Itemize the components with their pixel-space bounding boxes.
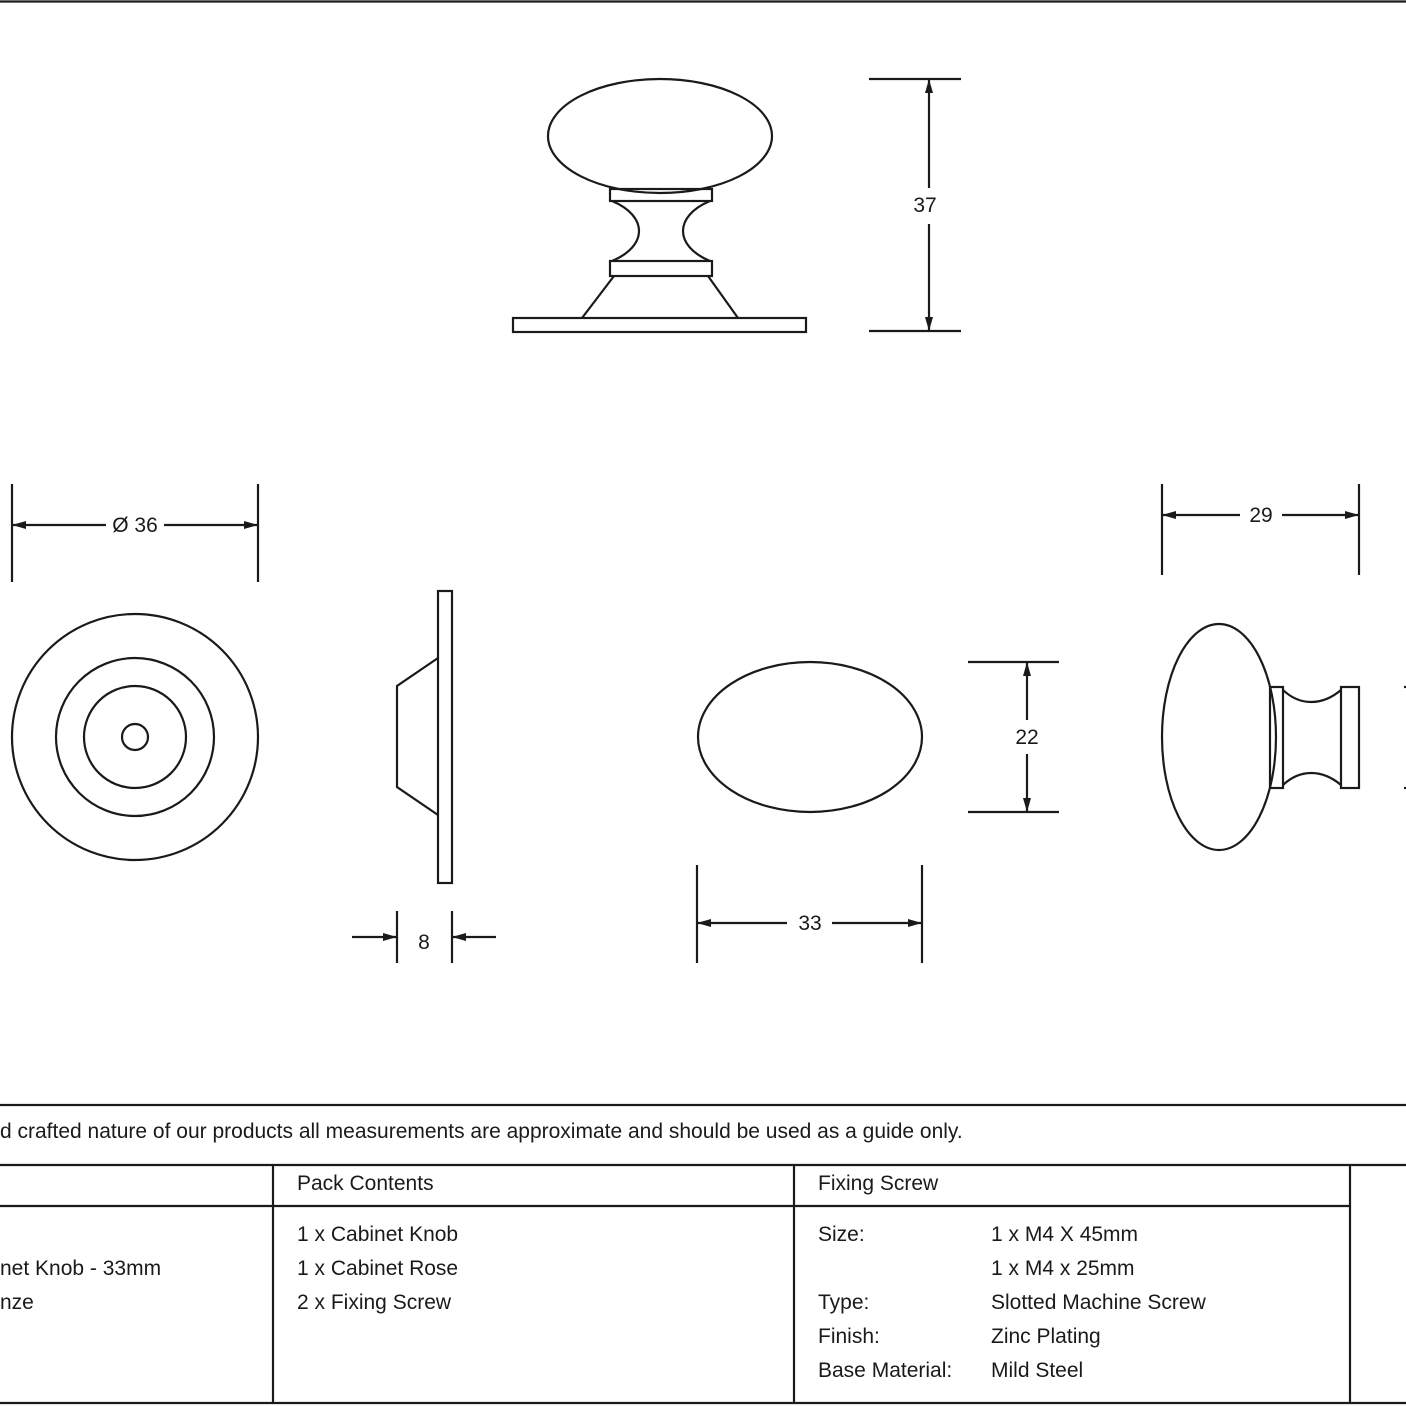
knob-width-label: 33: [798, 912, 821, 935]
measurement-disclaimer: d crafted nature of our products all mea…: [0, 1120, 963, 1143]
spec-table-grid: [0, 1103, 1406, 1405]
rose-diameter-label: Ø 36: [112, 514, 158, 537]
screw-finish-label: Finish:: [818, 1325, 880, 1348]
rose-depth-label: 8: [418, 931, 430, 954]
knob-top-view: [695, 660, 1059, 963]
product-line-1: net Knob - 33mm: [0, 1257, 162, 1280]
screw-type-label: Type:: [818, 1291, 870, 1314]
pack-item-3: 2 x Fixing Screw: [297, 1291, 452, 1314]
screw-size-value-2: 1 x M4 x 25mm: [991, 1257, 1135, 1280]
knob-height-label: 22: [1015, 726, 1038, 749]
product-line-2: nze: [0, 1291, 34, 1314]
screw-size-label: Size:: [818, 1223, 865, 1246]
screw-material-value: Mild Steel: [991, 1359, 1084, 1382]
knob-side-view: [1160, 484, 1406, 852]
pack-item-1: 1 x Cabinet Knob: [297, 1223, 459, 1246]
height-dimension-label: 37: [913, 194, 936, 217]
front-elevation-view: [511, 77, 961, 334]
rose-base-outline: [511, 316, 808, 334]
rose-front-view: [10, 484, 260, 862]
knob-head-outline: [546, 77, 774, 195]
pack-item-2: 1 x Cabinet Rose: [297, 1257, 459, 1280]
pack-contents-header: Pack Contents: [297, 1172, 434, 1195]
screw-size-value: 1 x M4 X 45mm: [991, 1223, 1139, 1246]
fixing-screw-header: Fixing Screw: [818, 1172, 939, 1195]
screw-type-value: Slotted Machine Screw: [991, 1291, 1206, 1314]
knob-projection-label: 29: [1249, 504, 1272, 527]
screw-hole: [120, 722, 150, 752]
screw-finish-value: Zinc Plating: [991, 1325, 1101, 1348]
rose-side-view: [352, 589, 496, 963]
screw-material-label: Base Material:: [818, 1359, 953, 1382]
